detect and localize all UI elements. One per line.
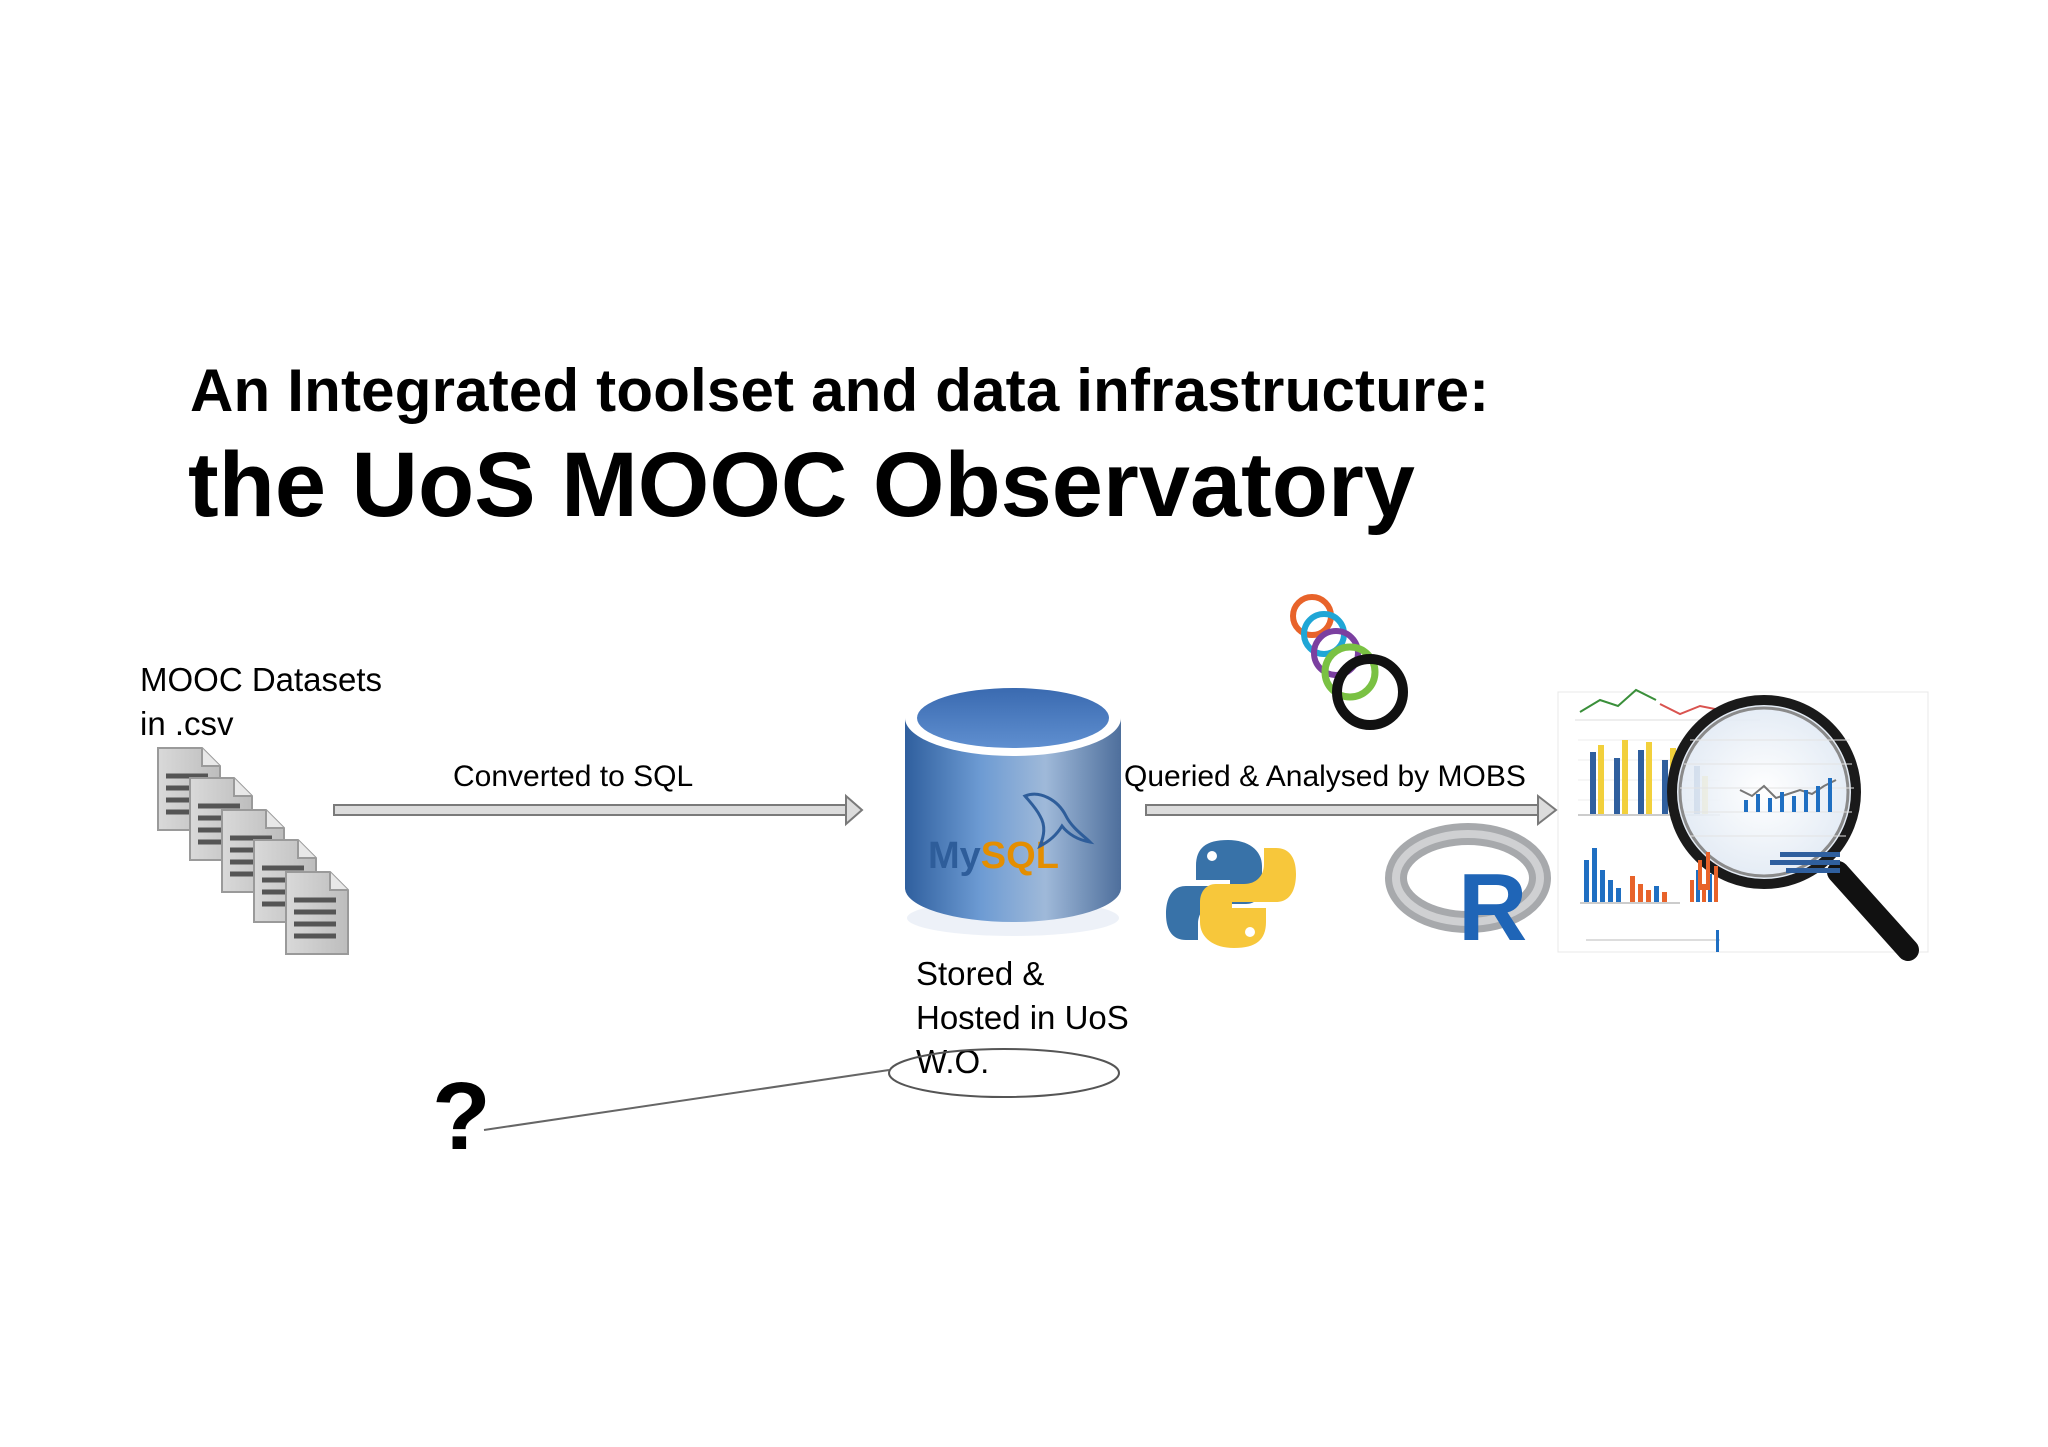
question-mark: ? (432, 1063, 491, 1170)
analytics-dashboard-icon (1557, 688, 1929, 961)
arrow-label-queried: Queried & Analysed by MOBS (1124, 760, 1526, 793)
r-logo-icon: R (1385, 823, 1551, 961)
mysql-logo-text: MySQL (928, 835, 1059, 877)
document-stack-icon (157, 747, 349, 955)
datasets-label: MOOC Datasets in .csv (140, 661, 383, 742)
dashboard-line (1659, 703, 1721, 716)
arrow-converted-to-sql (333, 793, 864, 827)
document-icon (285, 871, 349, 955)
rings-logo-icon (1290, 594, 1408, 730)
mysql-database-icon: MySQL (905, 680, 1121, 936)
magnifier-icon (1667, 695, 1919, 961)
arrow-queried-analysed (1145, 793, 1558, 827)
annotation-callout (483, 1048, 1120, 1131)
slide-title-line2: the UoS MOOC Observatory (188, 434, 1415, 536)
slide-title-line1: An Integrated toolset and data infrastru… (190, 357, 1490, 424)
r-logo-letter: R (1458, 854, 1527, 961)
dashboard-line (1579, 688, 1657, 713)
arrow-label-converted: Converted to SQL (453, 760, 694, 793)
python-logo-icon (1166, 840, 1296, 948)
dolphin-icon (1022, 792, 1095, 850)
